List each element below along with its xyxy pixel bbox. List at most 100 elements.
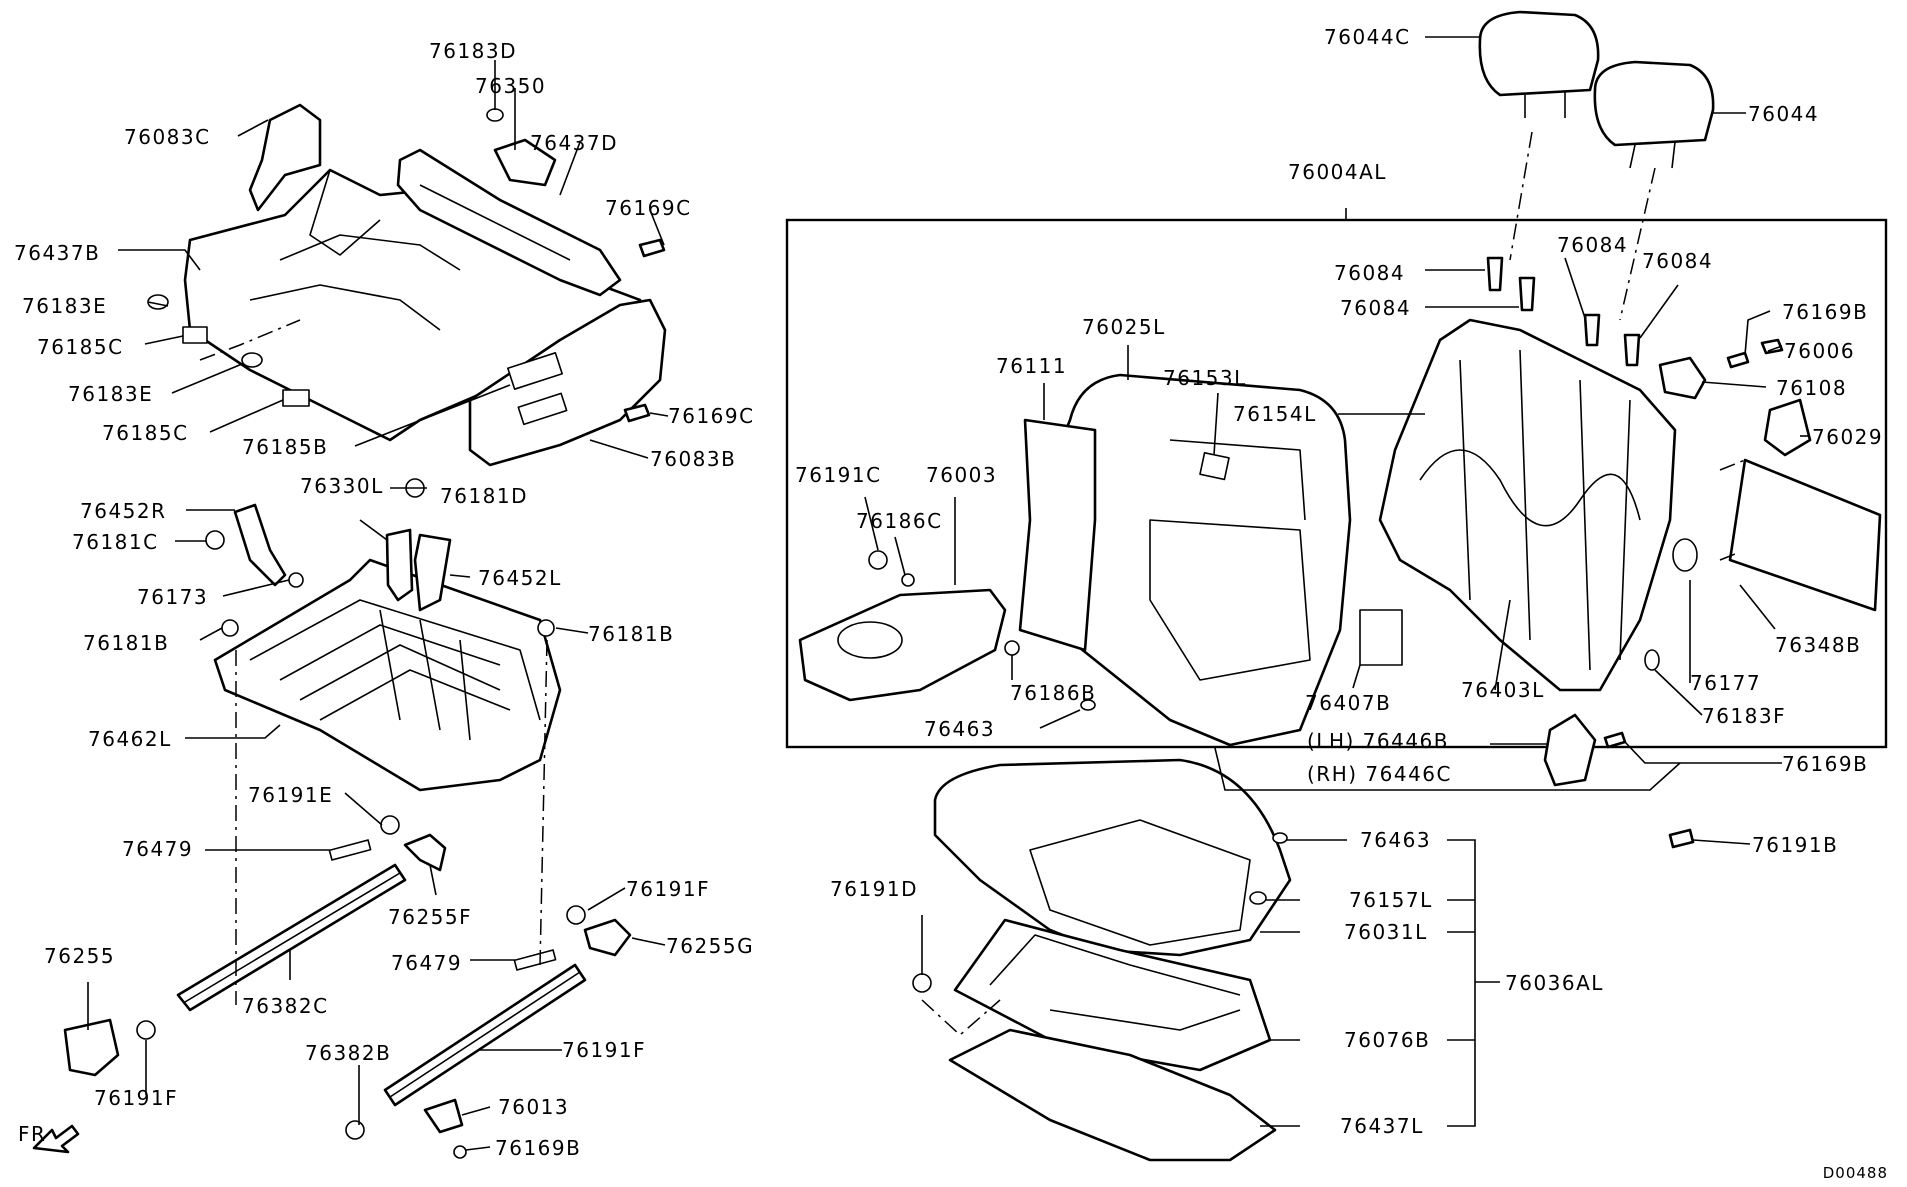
bolt-76084-3 — [1583, 313, 1601, 347]
part-label: 76025L — [1082, 315, 1166, 339]
diagram-code: D00488 — [1823, 1164, 1888, 1182]
seat-frame-76462l — [213, 558, 562, 792]
seatback-group — [798, 373, 1352, 747]
leader-lines — [87, 36, 1810, 1151]
part-label: 76169C — [668, 404, 755, 428]
part-label: 76437B — [14, 241, 100, 265]
part-label: 76403L — [1461, 678, 1545, 702]
part-label: 76183E — [22, 294, 107, 318]
clip-76183f — [1644, 649, 1660, 671]
part-label: 76191D — [830, 877, 918, 901]
clip-76157l — [1249, 891, 1267, 905]
part-label: 76452L — [478, 566, 562, 590]
bolt-76191f-3 — [345, 1120, 365, 1140]
seat-cushion-group — [147, 103, 667, 467]
clip-76183d — [486, 108, 504, 122]
clip-76350 — [493, 138, 557, 187]
part-label: 76169C — [605, 196, 692, 220]
front-arrow-label: FR — [18, 1122, 46, 1146]
part-label: 76181B — [83, 631, 169, 655]
side-trim-76083b — [468, 298, 667, 467]
bracket-76330l — [385, 528, 414, 602]
part-label: 76437L — [1340, 1114, 1424, 1138]
clip-76183e-2 — [241, 352, 263, 368]
part-label: 76169B — [495, 1136, 581, 1160]
rear-cushion-group — [912, 758, 1292, 1162]
cushion-76031l — [933, 758, 1292, 957]
part-label: 76191B — [1752, 833, 1838, 857]
washer-76173 — [288, 572, 304, 588]
bolt-76169b-lower — [453, 1145, 467, 1159]
part-label: 76153L — [1163, 366, 1247, 390]
part-label: 76044 — [1748, 102, 1819, 126]
clip-76186b — [1004, 640, 1020, 656]
part-label: 76181B — [588, 622, 674, 646]
part-label: 76183D — [429, 39, 517, 63]
slide-rails-group — [63, 815, 632, 1159]
part-label: 76044C — [1324, 25, 1411, 49]
part-label: 76452R — [80, 499, 167, 523]
cover-76108 — [1658, 356, 1707, 400]
part-label: 76255G — [666, 934, 754, 958]
pad-76407b — [1359, 609, 1403, 666]
part-label: 76348B — [1775, 633, 1861, 657]
part-label: 76191C — [795, 463, 882, 487]
headrest-76044 — [1593, 60, 1715, 147]
pad-76185c-1 — [182, 326, 208, 344]
part-label: 76183E — [68, 382, 153, 406]
clip-76186c — [901, 573, 915, 587]
assembly-box-76004al — [785, 218, 1888, 749]
part-label: 76255 — [44, 944, 115, 968]
part-label: 76479 — [122, 837, 193, 861]
bracket-76452l — [413, 533, 452, 612]
part-label: 76084 — [1642, 249, 1713, 273]
bracket-76013 — [423, 1098, 464, 1134]
part-label: 76181C — [72, 530, 159, 554]
part-label: 76463 — [924, 717, 995, 741]
cover-76255f — [403, 833, 447, 872]
part-label: 76191E — [248, 783, 333, 807]
bolt-76169c-1 — [638, 238, 666, 258]
bolt-76191b — [1668, 828, 1695, 849]
part-label: 76013 — [498, 1095, 569, 1119]
bracket-76452r — [233, 503, 287, 587]
part-label: 76029 — [1812, 425, 1883, 449]
nut-76181c — [205, 530, 225, 550]
part-label: 76255F — [388, 905, 472, 929]
seat-frame-group — [205, 478, 562, 792]
bolt-76169b-2 — [1603, 731, 1627, 749]
part-label: 76031L — [1344, 920, 1428, 944]
part-label: 76173 — [137, 585, 208, 609]
part-label: 76169B — [1782, 752, 1868, 776]
part-label: 76108 — [1776, 376, 1847, 400]
seatback-frame-76154l — [1378, 318, 1677, 692]
latch-76029 — [1763, 398, 1812, 457]
alignment-lines — [199, 131, 1746, 1037]
part-label: 76154L — [1233, 402, 1317, 426]
part-label: 76084 — [1340, 296, 1411, 320]
side-trim-76083c — [248, 103, 322, 212]
part-label: 76006 — [1784, 339, 1855, 363]
bolt-76191f-1 — [566, 905, 586, 925]
clip-76463-1 — [1080, 699, 1096, 711]
bracket-76437d — [396, 148, 622, 297]
part-label: 76185B — [242, 435, 328, 459]
bolt-76169c-2 — [623, 403, 651, 423]
part-label: 76185C — [102, 421, 189, 445]
part-label: (RH) 76446C — [1307, 762, 1452, 786]
pad-76479-1 — [328, 839, 372, 861]
part-label: 76157L — [1349, 888, 1433, 912]
part-label: 76186C — [856, 509, 943, 533]
cover-76255 — [63, 1018, 120, 1077]
part-label: 76479 — [391, 951, 462, 975]
part-label: 76084 — [1334, 261, 1405, 285]
bolt-76084-4 — [1623, 333, 1641, 367]
bolt-76191e — [380, 815, 400, 835]
bolt-76084-1 — [1486, 256, 1504, 292]
panel-76111 — [1018, 418, 1097, 652]
part-label: 76169B — [1782, 300, 1868, 324]
part-label: 76186B — [1010, 681, 1096, 705]
cover-76446 — [1543, 713, 1597, 787]
armrest-76003 — [798, 588, 1007, 702]
